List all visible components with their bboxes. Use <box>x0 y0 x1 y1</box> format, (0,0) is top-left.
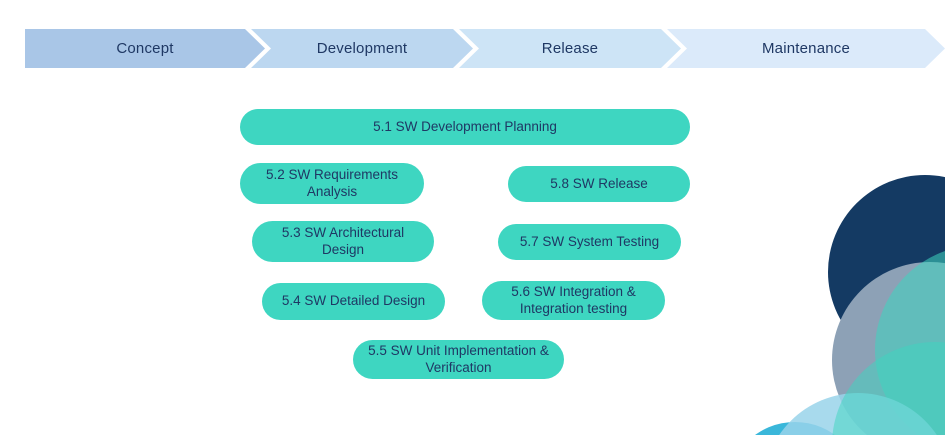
process-box-5-2-sw-requirements-analysis: 5.2 SW Requirements Analysis <box>240 163 424 204</box>
decor-circle-slate <box>832 262 945 435</box>
phase-chevron-concept: Concept <box>25 29 265 68</box>
phase-chevron-maintenance: Maintenance <box>667 29 945 68</box>
phase-label-maintenance: Maintenance <box>761 40 851 57</box>
decor-circle-cyan <box>755 422 835 435</box>
process-box-5-4-sw-detailed-design: 5.4 SW Detailed Design <box>262 283 445 320</box>
phase-chevron-development: Development <box>251 29 473 68</box>
process-box-5-7-sw-system-testing: 5.7 SW System Testing <box>498 224 681 260</box>
phase-chevron-release: Release <box>459 29 681 68</box>
phase-label-concept: Concept <box>116 40 174 57</box>
decor-circle-mint-lower <box>832 342 945 435</box>
process-box-5-3-sw-architectural-design: 5.3 SW Architectural Design <box>252 221 434 262</box>
decor-circle-light-blue <box>779 393 937 435</box>
process-box-5-1-sw-development-planning: 5.1 SW Development Planning <box>240 109 690 145</box>
decor-circle-navy <box>828 175 945 369</box>
process-box-5-6-sw-integration-testing: 5.6 SW Integration & Integration testing <box>482 281 665 320</box>
decor-circle-mint-upper <box>875 251 945 435</box>
process-box-5-5-sw-unit-implementation-verification: 5.5 SW Unit Implementation & Verificatio… <box>353 340 564 379</box>
process-box-5-8-sw-release: 5.8 SW Release <box>508 166 690 202</box>
phase-label-development: Development <box>316 40 408 57</box>
phase-label-release: Release <box>541 40 599 57</box>
